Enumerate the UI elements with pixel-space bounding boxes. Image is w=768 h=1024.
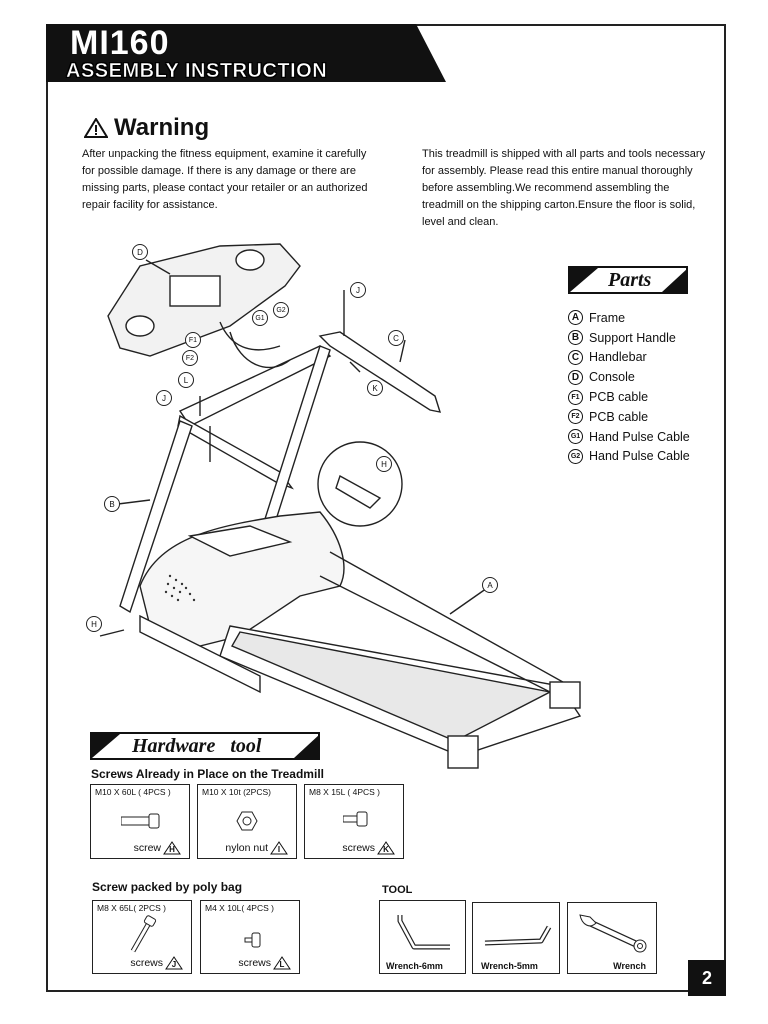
part-item: D Console xyxy=(568,367,738,387)
part-badge: F1 xyxy=(568,389,583,405)
part-label: Support Handle xyxy=(589,330,676,345)
long-bolt-icon xyxy=(130,915,157,953)
poly-title: Screw packed by poly bag xyxy=(92,880,243,894)
callout-g2: G2 xyxy=(273,302,289,318)
tool-caption: Wrench-5mm xyxy=(481,961,538,971)
part-label: Handlebar xyxy=(589,350,647,365)
page-number: 2 xyxy=(688,960,726,996)
screw-box-j: M8 X 65L( 2PCS ) screws J xyxy=(92,900,192,974)
callout-h-left: H xyxy=(86,616,102,632)
badge-triangle-icon: L xyxy=(273,956,291,970)
assembly-subtitle: ASSEMBLY INSTRUCTION xyxy=(66,60,328,83)
part-item: F1 PCB cable xyxy=(568,387,738,407)
part-label: Hand Pulse Cable xyxy=(589,429,690,444)
part-item: G2 Hand Pulse Cable xyxy=(568,447,738,467)
parts-title: Parts xyxy=(608,269,652,291)
callout-h-detail: H xyxy=(376,456,392,472)
callout-g1: G1 xyxy=(252,310,268,326)
part-badge: C xyxy=(568,349,583,365)
nut-box-i: M10 X 10t (2PCS) nylon nut I xyxy=(197,784,297,859)
nut-caption: nylon nut xyxy=(225,842,268,854)
callout-j-left: J xyxy=(156,390,172,406)
part-badge: D xyxy=(568,369,583,385)
part-label: Hand Pulse Cable xyxy=(589,449,690,464)
part-label: PCB cable xyxy=(589,390,649,405)
wrench-icon xyxy=(579,914,647,953)
badge-triangle-icon: I xyxy=(270,841,288,855)
hardware-banner: Hardware tool xyxy=(90,732,320,760)
screw-caption: screws xyxy=(130,957,163,969)
nut-icon xyxy=(236,811,258,831)
badge-triangle-icon: H xyxy=(163,841,181,855)
part-item: C Handlebar xyxy=(568,348,738,368)
screw-caption: screws xyxy=(342,842,375,854)
hex-key-icon xyxy=(397,915,450,950)
tool-box-6mm: Wrench-6mm xyxy=(379,900,466,974)
tool-caption: Wrench xyxy=(613,961,646,971)
model-title: MI160 xyxy=(70,24,170,62)
part-item: A Frame xyxy=(568,308,738,328)
part-badge: F2 xyxy=(568,409,583,425)
part-label: Console xyxy=(589,370,635,385)
part-badge: B xyxy=(568,330,583,346)
bolt-icon xyxy=(343,811,368,827)
warning-text: After unpacking the fitness equipment, e… xyxy=(82,148,368,211)
part-badge: G1 xyxy=(568,429,583,445)
callout-c: C xyxy=(388,330,404,346)
tool-box-wrench: Wrench xyxy=(567,902,657,974)
warning-triangle-icon xyxy=(84,118,108,138)
badge-triangle-icon: J xyxy=(165,956,183,970)
part-badge: A xyxy=(568,310,583,326)
hex-key-icon xyxy=(484,925,552,946)
callout-f2: F2 xyxy=(182,350,198,366)
small-screw-icon xyxy=(244,932,261,948)
part-label: Frame xyxy=(589,310,626,325)
hardware-title: Hardware tool xyxy=(132,735,262,757)
screw-spec: M4 X 10L( 4PCS ) xyxy=(205,903,274,913)
header-banner xyxy=(46,24,446,82)
info-text: This treadmill is shipped with all parts… xyxy=(422,148,706,228)
part-item: B Support Handle xyxy=(568,328,738,348)
bolt-icon xyxy=(121,813,160,829)
callout-k: K xyxy=(367,380,383,396)
callout-f1: F1 xyxy=(185,332,201,348)
screw-caption: screws xyxy=(238,957,271,969)
part-item: F2 PCB cable xyxy=(568,407,738,427)
callout-j-top: J xyxy=(350,282,366,298)
tool-caption: Wrench-6mm xyxy=(386,961,443,971)
callout-l: L xyxy=(178,372,194,388)
screw-spec: M10 X 60L ( 4PCS ) xyxy=(95,787,171,797)
warning-heading: Warning xyxy=(84,114,209,142)
badge-triangle-icon: K xyxy=(377,841,395,855)
warning-title: Warning xyxy=(114,114,210,141)
in-place-title: Screws Already in Place on the Treadmill xyxy=(91,767,324,781)
tool-box-5mm: Wrench-5mm xyxy=(472,902,560,974)
screw-box-h: M10 X 60L ( 4PCS ) screw H xyxy=(90,784,190,859)
screw-box-k: M8 X 15L ( 4PCS ) screws K xyxy=(304,784,404,859)
tool-title: TOOL xyxy=(382,884,413,896)
treadmill-diagram xyxy=(99,243,582,769)
screw-spec: M8 X 65L( 2PCS ) xyxy=(97,903,166,913)
part-label: PCB cable xyxy=(589,409,649,424)
callout-a: A xyxy=(482,577,498,593)
screw-box-l: M4 X 10L( 4PCS ) screws L xyxy=(200,900,300,974)
parts-banner: Parts xyxy=(568,266,688,294)
callout-b: B xyxy=(104,496,120,512)
screw-caption: screw xyxy=(133,842,161,854)
nut-spec: M10 X 10t (2PCS) xyxy=(202,787,271,797)
part-badge: G2 xyxy=(568,448,583,464)
part-item: G1 Hand Pulse Cable xyxy=(568,427,738,447)
callout-d: D xyxy=(132,244,148,260)
screw-spec: M8 X 15L ( 4PCS ) xyxy=(309,787,381,797)
